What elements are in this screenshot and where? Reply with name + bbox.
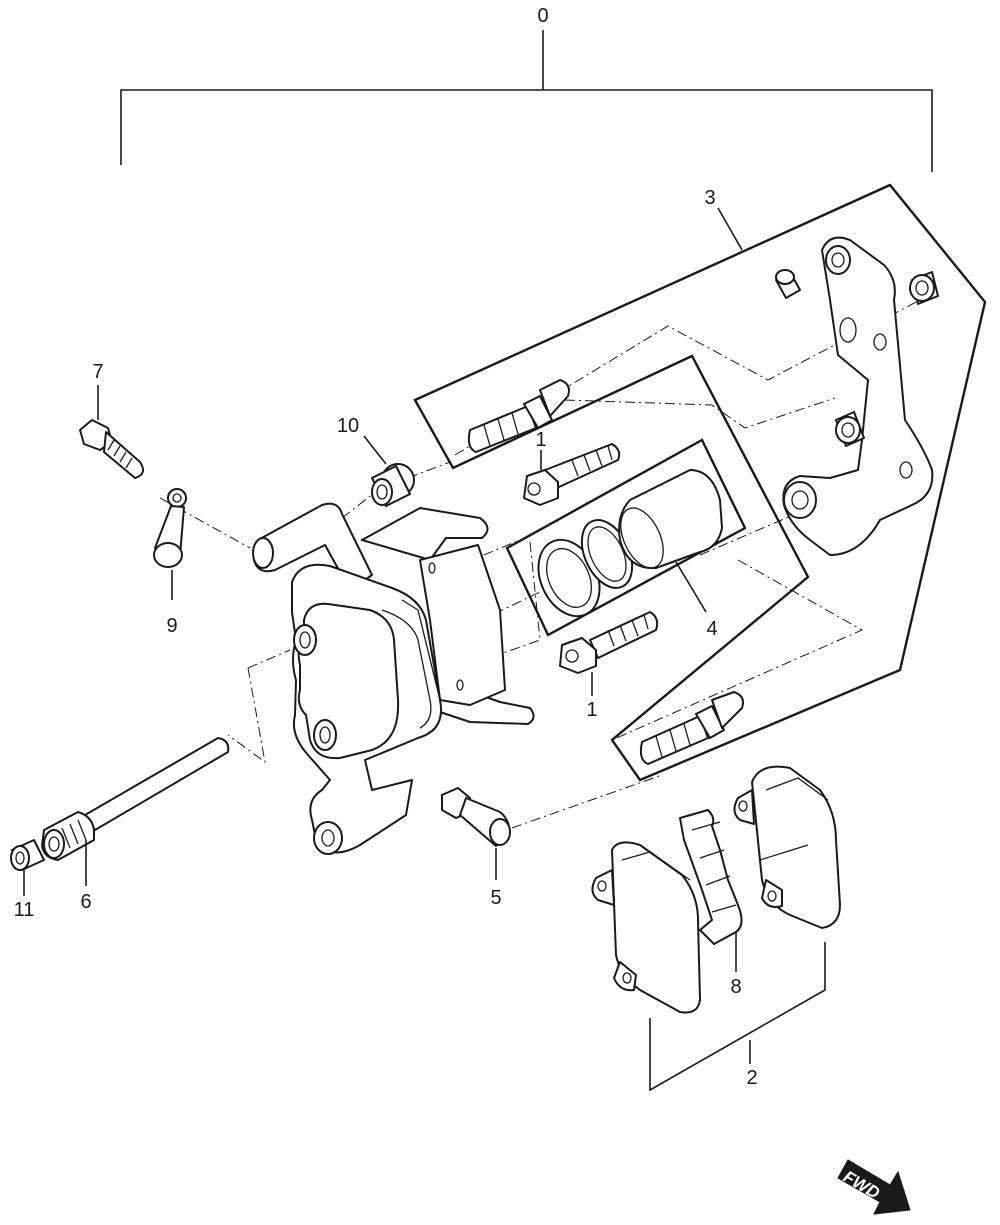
slide-pin-part-6 [41,737,230,886]
bleeder-cap-part-9 [153,488,187,600]
callout-8: 8 [730,976,741,998]
kit-frame-3 [413,183,987,782]
pin-plug-part-11 [10,839,45,896]
collar-part-10 [363,435,415,507]
callout-1-upper: 1 [535,429,546,451]
caliper-bracket [775,236,939,556]
caliper-body [252,502,535,855]
slide-pin-upper [467,379,570,453]
callout-labels: 0 3 7 10 1 9 4 1 5 6 11 8 2 [14,5,758,1089]
callout-1-lower: 1 [586,699,597,721]
callout-0: 0 [537,5,548,27]
callout-3: 3 [704,187,715,209]
brake-pad-set-part-2 [591,765,841,1092]
seal-kit-contents [537,469,723,618]
bolt-part-1-upper [523,443,621,506]
assembly-bracket [120,30,933,172]
callout-5: 5 [490,887,501,909]
callout-2: 2 [746,1067,757,1089]
callout-11: 11 [14,899,35,921]
callout-6: 6 [80,891,91,913]
callout-7: 7 [92,361,103,383]
bolt-part-1-lower [559,611,659,696]
fwd-direction-arrow: FWD [837,1159,911,1215]
callout-4: 4 [706,618,717,640]
bleeder-valve-part-7 [79,385,145,479]
pad-bolt-part-5 [441,787,511,880]
callout-9: 9 [166,615,177,637]
callout-10: 10 [337,415,359,437]
kit-frame-4 [505,438,747,637]
slide-pin-lower [639,691,744,765]
